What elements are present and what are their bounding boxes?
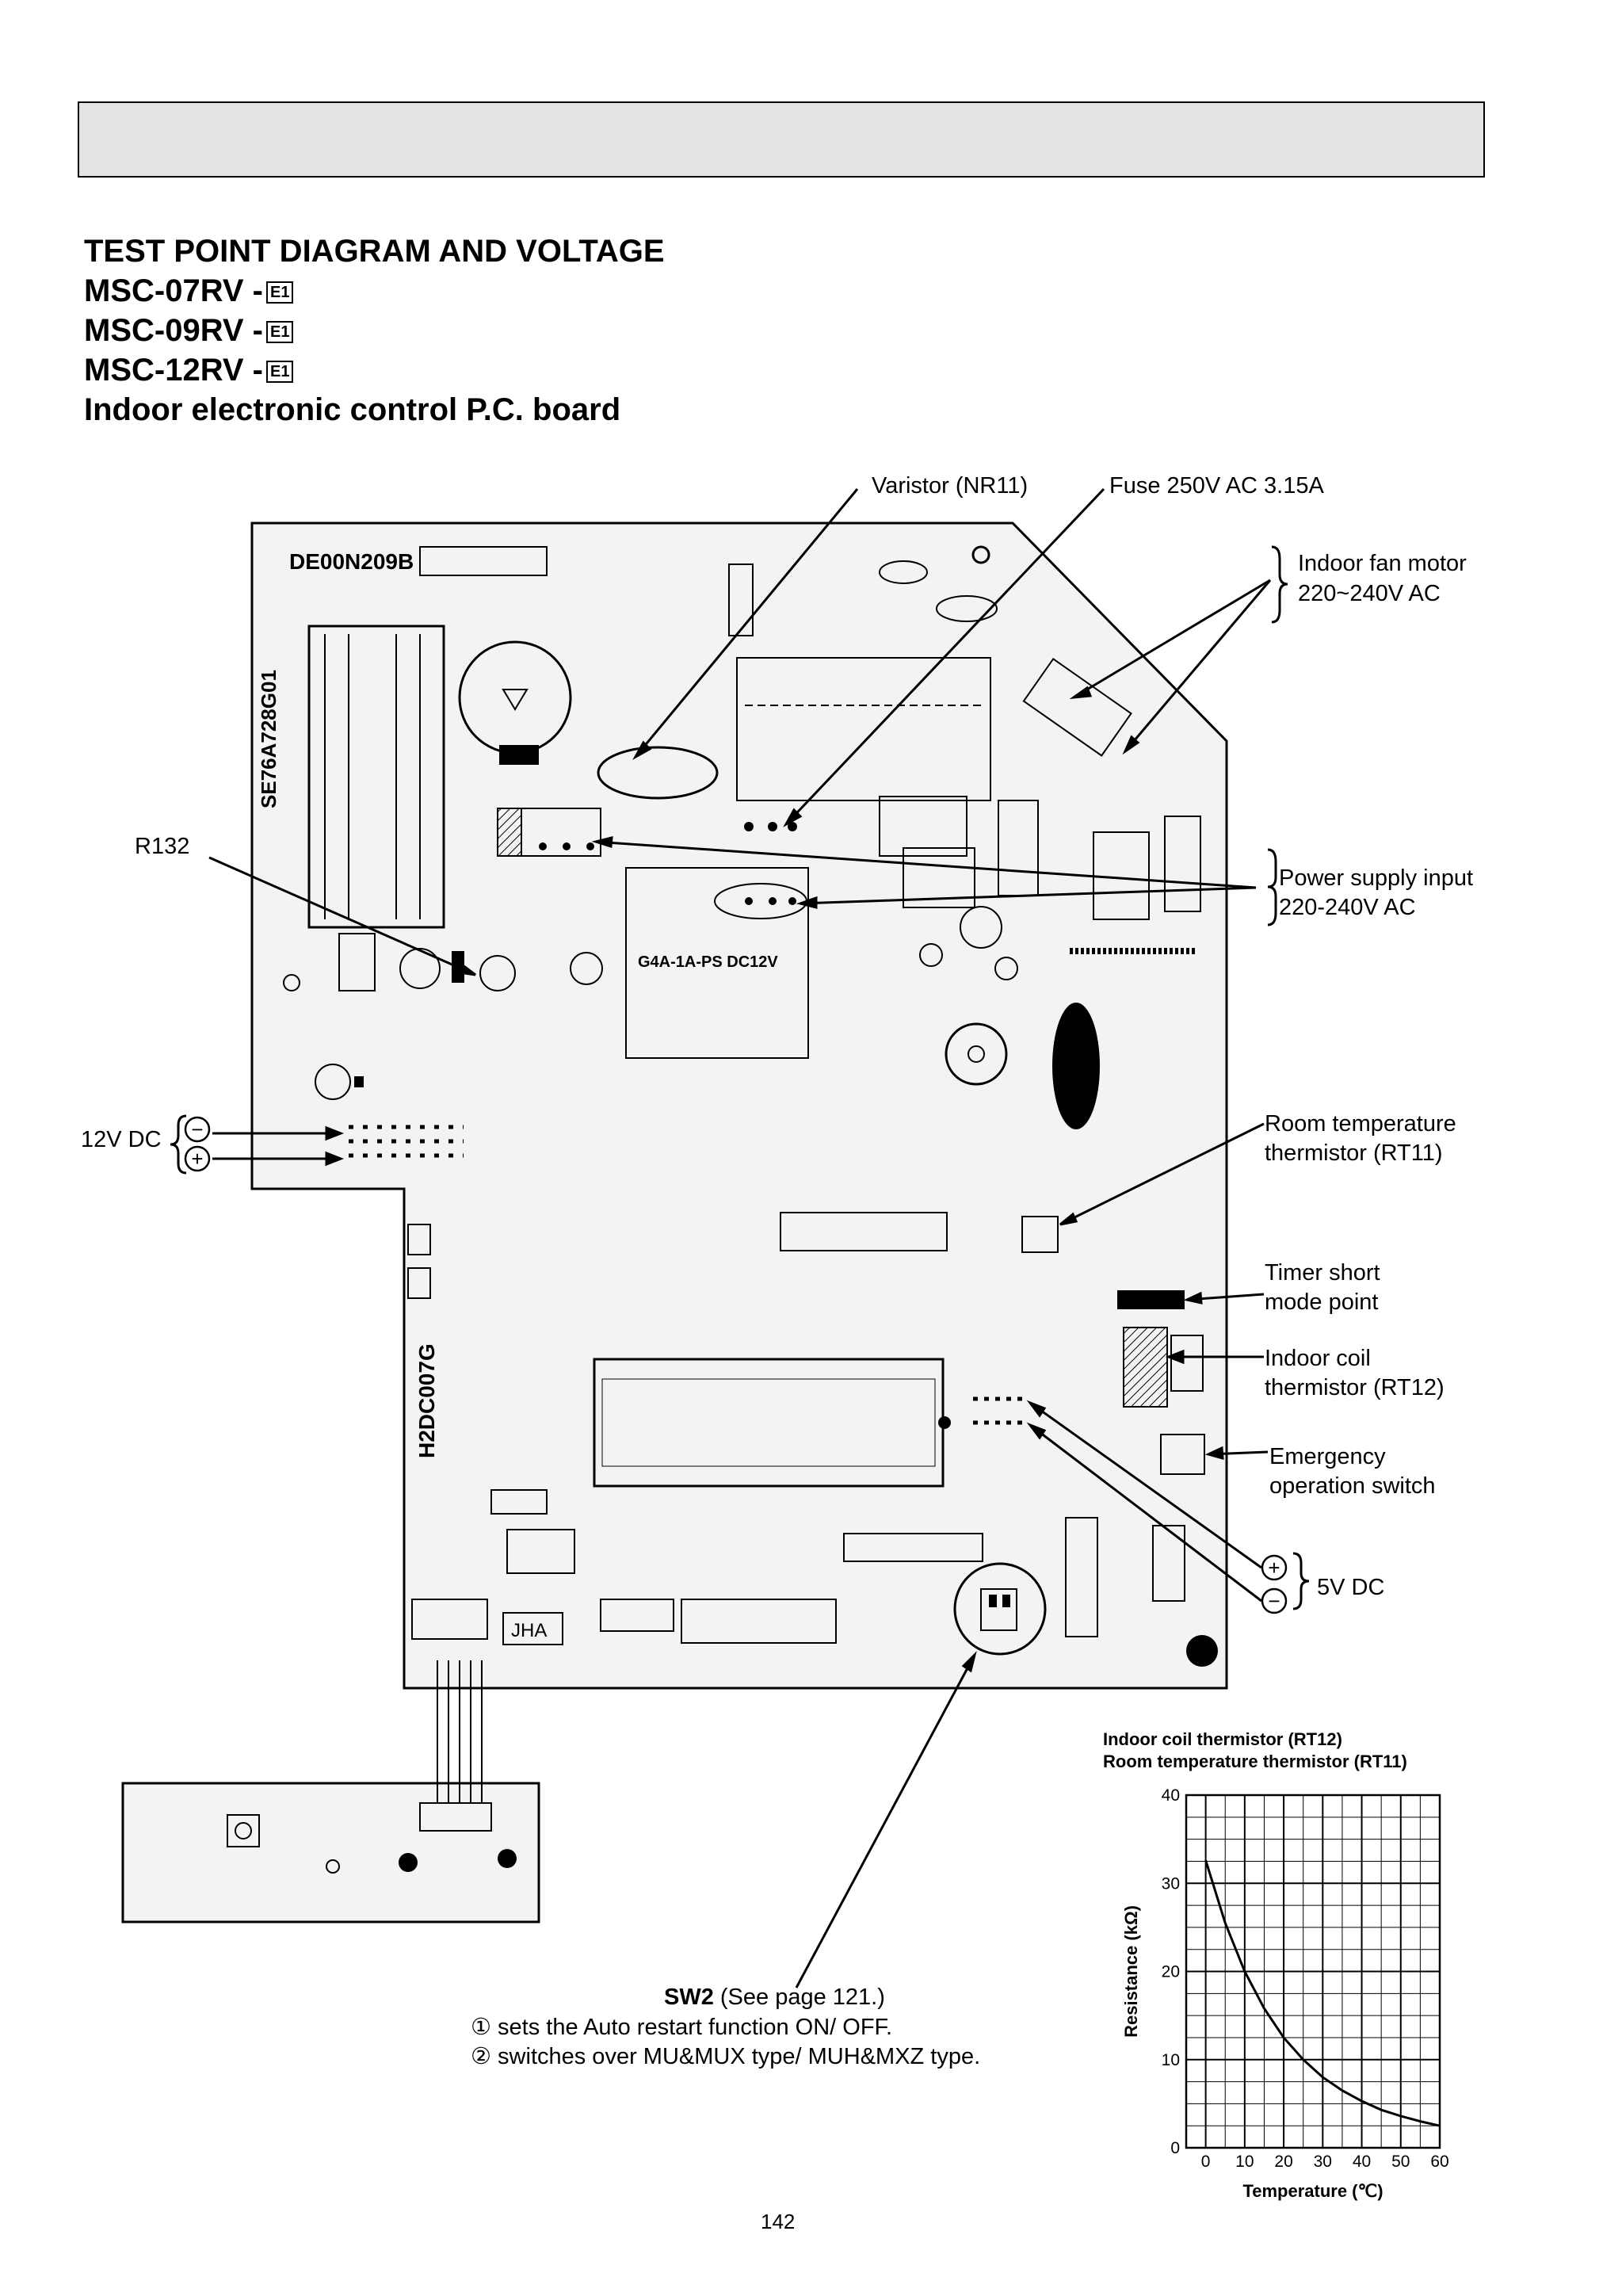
model-badge: E1 bbox=[265, 281, 294, 304]
model-line-2: MSC-09RV -E1 bbox=[84, 311, 294, 350]
board-code-box bbox=[419, 546, 548, 576]
power-block bbox=[736, 657, 991, 801]
dc5-brace bbox=[1292, 1552, 1310, 1610]
sw2-ref: (See page 121.) bbox=[713, 1985, 885, 2010]
power-supply-label-1: Power supply input bbox=[1279, 865, 1474, 891]
sw2-title-line: SW2 (See page 121.) bbox=[664, 1983, 885, 2012]
dc5-connector bbox=[1152, 1525, 1185, 1602]
large-electrolytic bbox=[1052, 1003, 1100, 1129]
page-number: 142 bbox=[761, 2210, 796, 2233]
timer-short-pad bbox=[1117, 1290, 1185, 1309]
plot-frame bbox=[1185, 1794, 1441, 2149]
x-tick-label: 60 bbox=[1430, 2153, 1448, 2171]
main-board-outline bbox=[250, 521, 1228, 1690]
r132-label: R132 bbox=[135, 834, 190, 859]
model-badge: E1 bbox=[265, 321, 294, 344]
emergency-switch bbox=[1160, 1434, 1205, 1475]
fan-motor-label-2: 220~240V AC bbox=[1298, 581, 1441, 606]
power-supply-brace bbox=[1267, 848, 1277, 926]
y-tick-label: 30 bbox=[1162, 1874, 1180, 1893]
dc12-label: 12V DC bbox=[81, 1127, 162, 1152]
transformer-block bbox=[307, 625, 445, 929]
varistor-body bbox=[597, 746, 719, 800]
sw2-line-2: ② switches over MU&MUX type/ MUH&MXZ typ… bbox=[471, 2044, 981, 2069]
dc12-minus-sign: − bbox=[191, 1117, 203, 1141]
cn-bottom-left bbox=[411, 1599, 488, 1640]
sw2-circle bbox=[953, 1562, 1047, 1656]
emergency-label-2: operation switch bbox=[1269, 1473, 1436, 1499]
room-temp-label-2: thermistor (RT11) bbox=[1265, 1140, 1443, 1166]
dc12-plus-sign: + bbox=[191, 1147, 203, 1171]
indoor-coil-label-1: Indoor coil bbox=[1265, 1346, 1371, 1371]
page-subtitle: Indoor electronic control P.C. board bbox=[84, 392, 621, 427]
relay bbox=[625, 867, 809, 1059]
ribbon-cable bbox=[437, 1660, 483, 1803]
board-code: DE00N209B bbox=[289, 549, 414, 574]
page-title: TEST POINT DIAGRAM AND VOLTAGE bbox=[84, 234, 665, 269]
dc5-plus-sign: + bbox=[1268, 1556, 1280, 1580]
fan-motor-label-1: Indoor fan motor bbox=[1298, 551, 1467, 576]
x-tick-label: 0 bbox=[1201, 2153, 1211, 2171]
y-tick-label: 20 bbox=[1162, 1963, 1180, 1981]
dc5-minus-sign: − bbox=[1268, 1589, 1280, 1613]
buzzer bbox=[945, 1022, 1008, 1086]
timer-short-label-2: mode point bbox=[1265, 1289, 1379, 1315]
relay-marking: G4A-1A-PS DC12V bbox=[638, 953, 778, 971]
y-axis-label: Resistance (kΩ) bbox=[1121, 1905, 1141, 2038]
x-tick-label: 30 bbox=[1314, 2153, 1332, 2171]
fan-motor-brace bbox=[1271, 545, 1288, 624]
model-name: MSC-12RV - bbox=[84, 353, 263, 388]
indoor-coil-label-2: thermistor (RT12) bbox=[1265, 1375, 1445, 1400]
rt11-connector bbox=[1021, 1216, 1059, 1253]
x-tick-label: 40 bbox=[1353, 2153, 1371, 2171]
sw2-title: SW2 bbox=[664, 1985, 714, 2010]
x-axis-label: Temperature (℃) bbox=[1242, 2181, 1383, 2201]
x-tick-label: 10 bbox=[1235, 2153, 1254, 2171]
braces bbox=[170, 545, 1310, 1610]
callout-arrows bbox=[208, 487, 1272, 1988]
y-tick-label: 0 bbox=[1170, 2139, 1180, 2157]
model-badge: E1 bbox=[265, 361, 294, 384]
model-line-3: MSC-12RV -E1 bbox=[84, 350, 294, 390]
dc12-plus-circle bbox=[184, 1145, 211, 1172]
varistor-label: Varistor (NR11) bbox=[872, 473, 1029, 499]
dc5-plus-circle bbox=[1261, 1554, 1288, 1581]
board-side-code: SE76A728G01 bbox=[257, 670, 281, 808]
dc5-label: 5V DC bbox=[1317, 1575, 1385, 1600]
dc12-brace bbox=[170, 1114, 187, 1175]
model-line-1: MSC-07RV -E1 bbox=[84, 271, 294, 311]
room-temp-label-1: Room temperature bbox=[1265, 1111, 1456, 1137]
dc5-pins bbox=[973, 1396, 1022, 1425]
jha-block bbox=[502, 1612, 563, 1645]
rt12-connector bbox=[1123, 1327, 1168, 1408]
fuse-label: Fuse 250V AC 3.15A bbox=[1109, 473, 1324, 499]
resistance-curve bbox=[1204, 1859, 1441, 2127]
dc12-pins bbox=[349, 1125, 464, 1158]
r132-dot bbox=[479, 955, 516, 991]
display-board bbox=[121, 1782, 540, 1924]
model-name: MSC-07RV - bbox=[84, 273, 263, 308]
model-name: MSC-09RV - bbox=[84, 313, 263, 348]
timer-short-label-1: Timer short bbox=[1265, 1260, 1380, 1286]
emergency-label-1: Emergency bbox=[1269, 1444, 1386, 1469]
y-tick-label: 40 bbox=[1162, 1786, 1180, 1805]
fuse-holder-black bbox=[499, 745, 539, 765]
chart-title: Indoor coil thermistor (RT12) bbox=[1103, 1729, 1342, 1749]
x-tick-label: 50 bbox=[1391, 2153, 1410, 2171]
power-supply-label-2: 220-240V AC bbox=[1279, 895, 1416, 920]
y-tick-label: 10 bbox=[1162, 2051, 1180, 2069]
sw2-line-1: ① sets the Auto restart function ON/ OFF… bbox=[471, 2015, 893, 2040]
board-lower-code: H2DC007G bbox=[414, 1343, 439, 1458]
dc12-minus-circle bbox=[184, 1116, 211, 1143]
x-tick-label: 20 bbox=[1274, 2153, 1292, 2171]
ic-uln bbox=[780, 1212, 948, 1251]
header-band bbox=[78, 101, 1485, 178]
jha-label: JHA bbox=[511, 1620, 547, 1641]
chart-subtitle: Room temperature thermistor (RT11) bbox=[1103, 1752, 1407, 1771]
dc5-minus-circle bbox=[1261, 1587, 1288, 1614]
